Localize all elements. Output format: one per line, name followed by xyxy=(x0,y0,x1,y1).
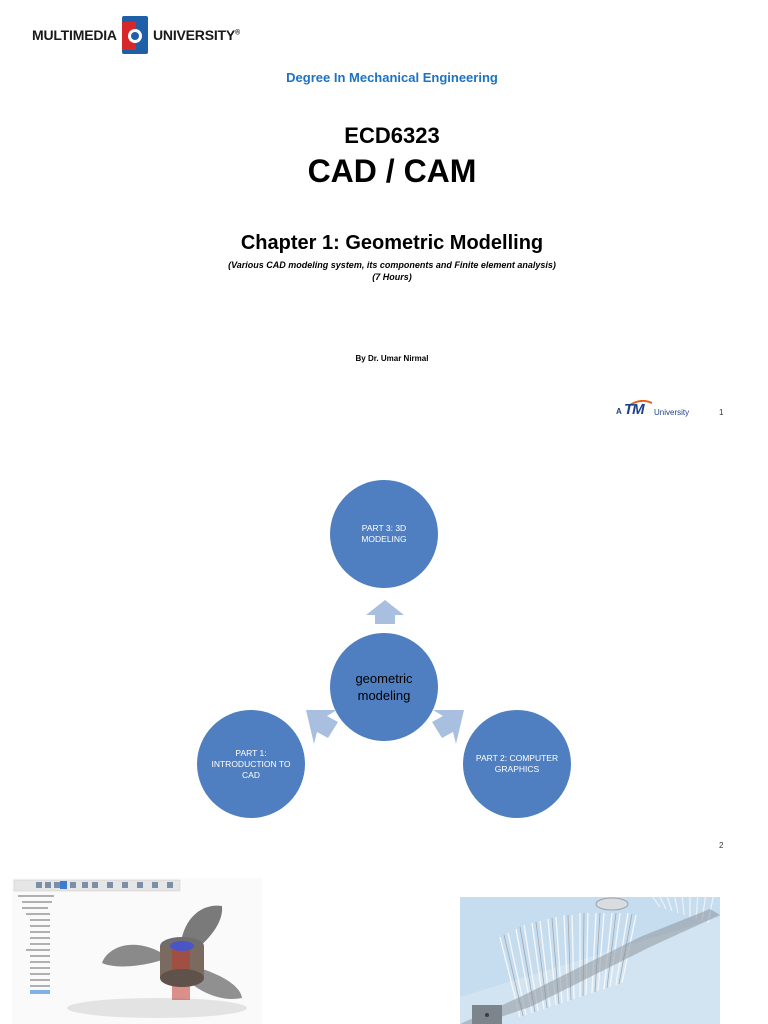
chapter-subtitle: (Various CAD modeling system, its compon… xyxy=(0,259,768,283)
arrow-up-icon xyxy=(366,600,404,624)
page-number-1: 1 xyxy=(719,408,724,417)
tm-swoosh-icon xyxy=(630,400,652,406)
page-number-2: 2 xyxy=(719,841,724,850)
chapter-title: Chapter 1: Geometric Modelling xyxy=(240,232,544,254)
cad-propeller-screenshot xyxy=(12,878,262,1024)
logo-right-text: UNIVERSITY® xyxy=(153,27,240,43)
node-intro-cad: PART 1: INTRODUCTION TO CAD xyxy=(197,710,305,818)
course-title: CAD / CAM xyxy=(307,153,477,189)
tm-brand: TM xyxy=(624,401,645,418)
tm-university-logo: A TM University xyxy=(616,400,696,420)
mmu-logo-mark-icon xyxy=(122,16,148,54)
arrow-right-icon xyxy=(432,710,464,744)
subtitle-line-2: (7 Hours) xyxy=(372,272,412,282)
tm-prefix: A xyxy=(616,407,622,416)
center-node: geometric modeling xyxy=(330,633,438,741)
turbine-rotor-image xyxy=(460,897,720,1024)
arrow-left-icon xyxy=(306,710,338,744)
subtitle-line-1: (Various CAD modeling system, its compon… xyxy=(228,260,556,270)
course-code: ECD6323 xyxy=(344,123,440,148)
author: By Dr. Umar Nirmal xyxy=(355,354,429,363)
tm-suffix: University xyxy=(654,408,690,417)
degree-title: Degree In Mechanical Engineering xyxy=(286,70,498,85)
mmu-logo: MULTIMEDIA UNIVERSITY® xyxy=(32,16,252,56)
cycle-arrows xyxy=(306,600,464,744)
logo-left-text: MULTIMEDIA xyxy=(32,27,117,43)
node-computer-graphics: PART 2: COMPUTER GRAPHICS xyxy=(463,710,571,818)
node-3d-modeling: PART 3: 3D MODELING xyxy=(330,480,438,588)
